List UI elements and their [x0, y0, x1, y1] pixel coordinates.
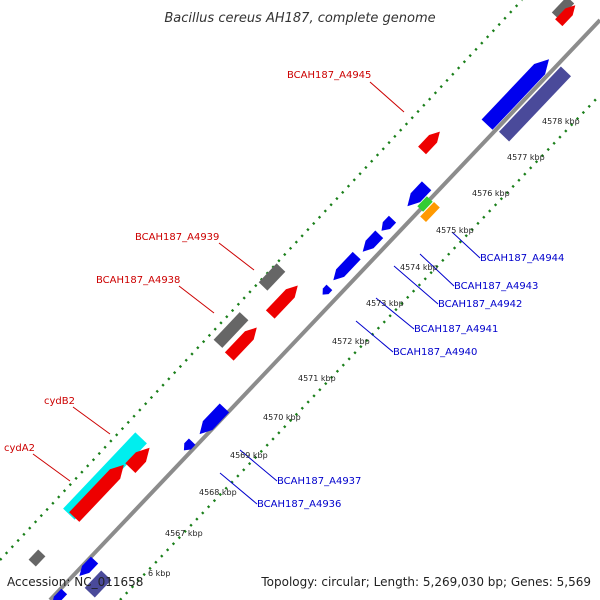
label-leader-line [369, 81, 405, 113]
gene-blue-small-a[interactable] [381, 215, 397, 231]
label-leader-line [375, 297, 415, 330]
genome-summary-label: Topology: circular; Length: 5,269,030 bp… [260, 575, 591, 589]
gene-label[interactable]: cydA2 [4, 443, 35, 454]
gene-A4936[interactable] [183, 438, 196, 451]
label-leader-line [72, 406, 111, 435]
tick-label: 4571 kbp [298, 374, 336, 383]
gene-orange[interactable] [420, 202, 440, 222]
gene-navy-bottom[interactable] [84, 570, 112, 598]
gene-blue-4575[interactable] [407, 181, 432, 207]
gene-blue-edge[interactable] [52, 588, 68, 600]
gene-blue-small-c[interactable] [333, 251, 361, 281]
gene-label[interactable]: BCAH187_A4943 [454, 281, 538, 292]
gene-blue-tiny[interactable] [322, 284, 333, 295]
tick-label: 4573 kbp [366, 299, 404, 308]
gene-A4938-grey[interactable] [213, 312, 249, 348]
gene-navy-block[interactable] [499, 66, 571, 142]
gene-grey-top[interactable] [551, 0, 575, 20]
label-leader-line [451, 231, 481, 259]
gene-label[interactable]: BCAH187_A4939 [135, 232, 219, 243]
tick-label: 4578 kbp [542, 117, 580, 126]
gene-cydA2-a[interactable] [69, 464, 124, 522]
inner-dotted-track [119, 94, 600, 600]
gene-label[interactable]: BCAH187_A4940 [393, 347, 477, 358]
gene-red-top[interactable] [555, 5, 576, 27]
gene-label[interactable]: BCAH187_A4945 [287, 70, 371, 81]
gene-A4945[interactable] [418, 131, 440, 155]
gene-blue-bottom[interactable] [79, 556, 99, 576]
gene-label[interactable]: BCAH187_A4937 [277, 476, 361, 487]
gene-label[interactable]: BCAH187_A4938 [96, 275, 180, 286]
label-leader-line [419, 253, 455, 287]
label-leader-line [219, 472, 258, 505]
tick-label: 4576 kbp [472, 189, 510, 198]
gene-label[interactable]: BCAH187_A4942 [438, 299, 522, 310]
gene-blue-small-b[interactable] [362, 230, 384, 252]
gene-label[interactable]: BCAH187_A4944 [480, 253, 564, 264]
tick-label: 4569 kbp [230, 451, 268, 460]
map-title: Bacillus cereus AH187, complete genome [164, 11, 435, 26]
tick-label: 4574 kbp [400, 263, 438, 272]
tick-label: 4572 kbp [332, 337, 370, 346]
label-leader-line [178, 285, 215, 314]
tick-label: 4567 kbp [165, 529, 203, 538]
gene-label[interactable]: BCAH187_A4936 [257, 499, 341, 510]
label-leader-line [218, 242, 255, 271]
gene-A4939-grey[interactable] [258, 263, 286, 291]
gene-A4944-region[interactable] [481, 59, 549, 130]
tick-label: 4575 kbp [436, 226, 474, 235]
gene-A4939-red[interactable] [265, 285, 298, 319]
tick-label: 6 kbp [148, 569, 170, 578]
label-leader-line [355, 320, 394, 353]
gene-label[interactable]: BCAH187_A4941 [414, 324, 498, 335]
tick-label: 4570 kbp [263, 413, 301, 422]
accession-label: Accession: NC_011658 [7, 575, 143, 589]
gene-label[interactable]: cydB2 [44, 396, 75, 407]
tick-label: 4568 kbp [199, 488, 237, 497]
gene-cydA2-b[interactable] [125, 447, 150, 473]
gene-A4938-red[interactable] [224, 327, 257, 361]
gene-green[interactable] [417, 196, 433, 212]
label-leader-line [393, 265, 439, 305]
label-leader-line [239, 449, 278, 482]
tick-label: 4577 kbp [507, 153, 545, 162]
gene-grey-bottom[interactable] [28, 549, 46, 567]
gene-A4937[interactable] [199, 403, 230, 435]
backbone [48, 18, 600, 600]
label-leader-line [32, 453, 71, 482]
